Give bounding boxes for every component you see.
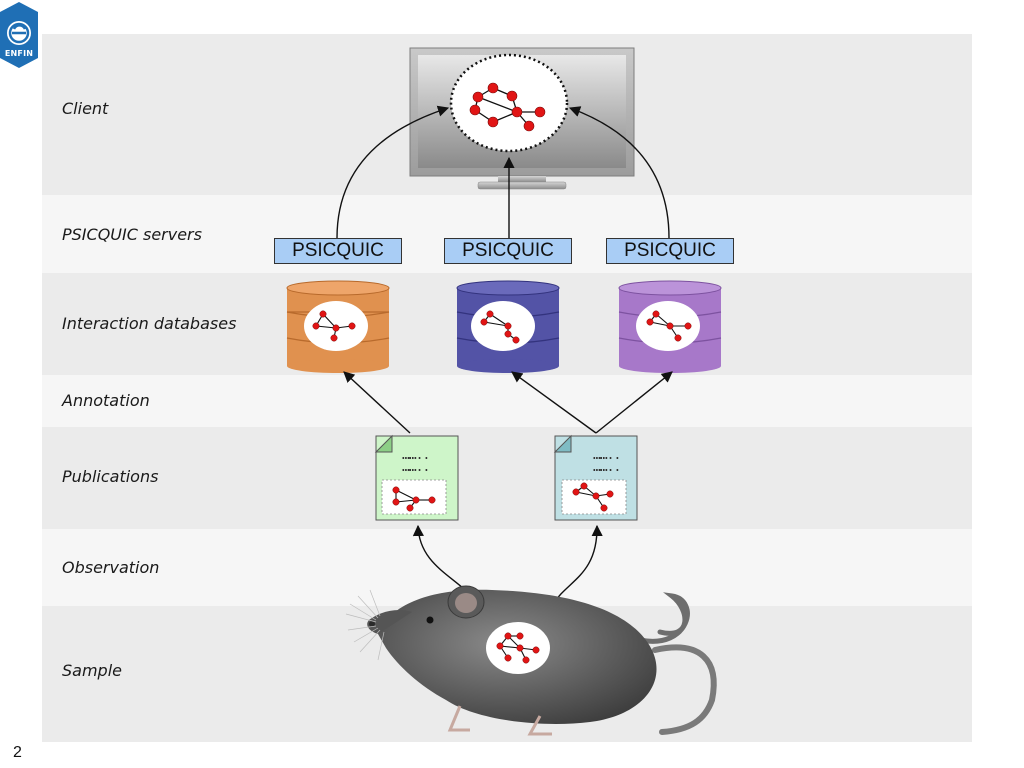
layer-label-psicquic-servers: PSICQUIC servers: [62, 225, 202, 244]
layer-label-observation: Observation: [62, 558, 160, 577]
psicquic-server-2: PSICQUIC: [444, 238, 572, 264]
enfin-logo: ENFIN: [0, 0, 44, 72]
publication-green-line-2: ……..: [402, 460, 430, 475]
publication-teal: [553, 434, 638, 521]
logo-text: ENFIN: [4, 49, 34, 58]
layer-band-annotation: [42, 375, 972, 427]
page-number: 2: [13, 744, 22, 761]
psicquic-server-3: PSICQUIC: [606, 238, 734, 264]
server-to-client-arrows: [336, 105, 670, 239]
layer-label-client: Client: [62, 99, 109, 118]
layer-band-publications: [42, 427, 972, 529]
annotation-arrows: [343, 371, 673, 434]
enfin-logo-icon: [0, 2, 38, 68]
client-network-bubble: [449, 53, 569, 153]
publication-teal-line-2: ……..: [593, 460, 621, 475]
layer-label-annotation: Annotation: [62, 391, 150, 410]
layer-label-sample: Sample: [62, 661, 122, 680]
layer-label-publications: Publications: [62, 467, 159, 486]
publication-teal-line-1: ……..: [593, 448, 621, 463]
layer-label-interaction-databases: Interaction databases: [62, 314, 237, 333]
client-monitor: [409, 47, 635, 190]
psicquic-server-1: PSICQUIC: [274, 238, 402, 264]
mouse-sample-image: [345, 585, 717, 736]
publication-green-line-1: ……..: [402, 448, 430, 463]
